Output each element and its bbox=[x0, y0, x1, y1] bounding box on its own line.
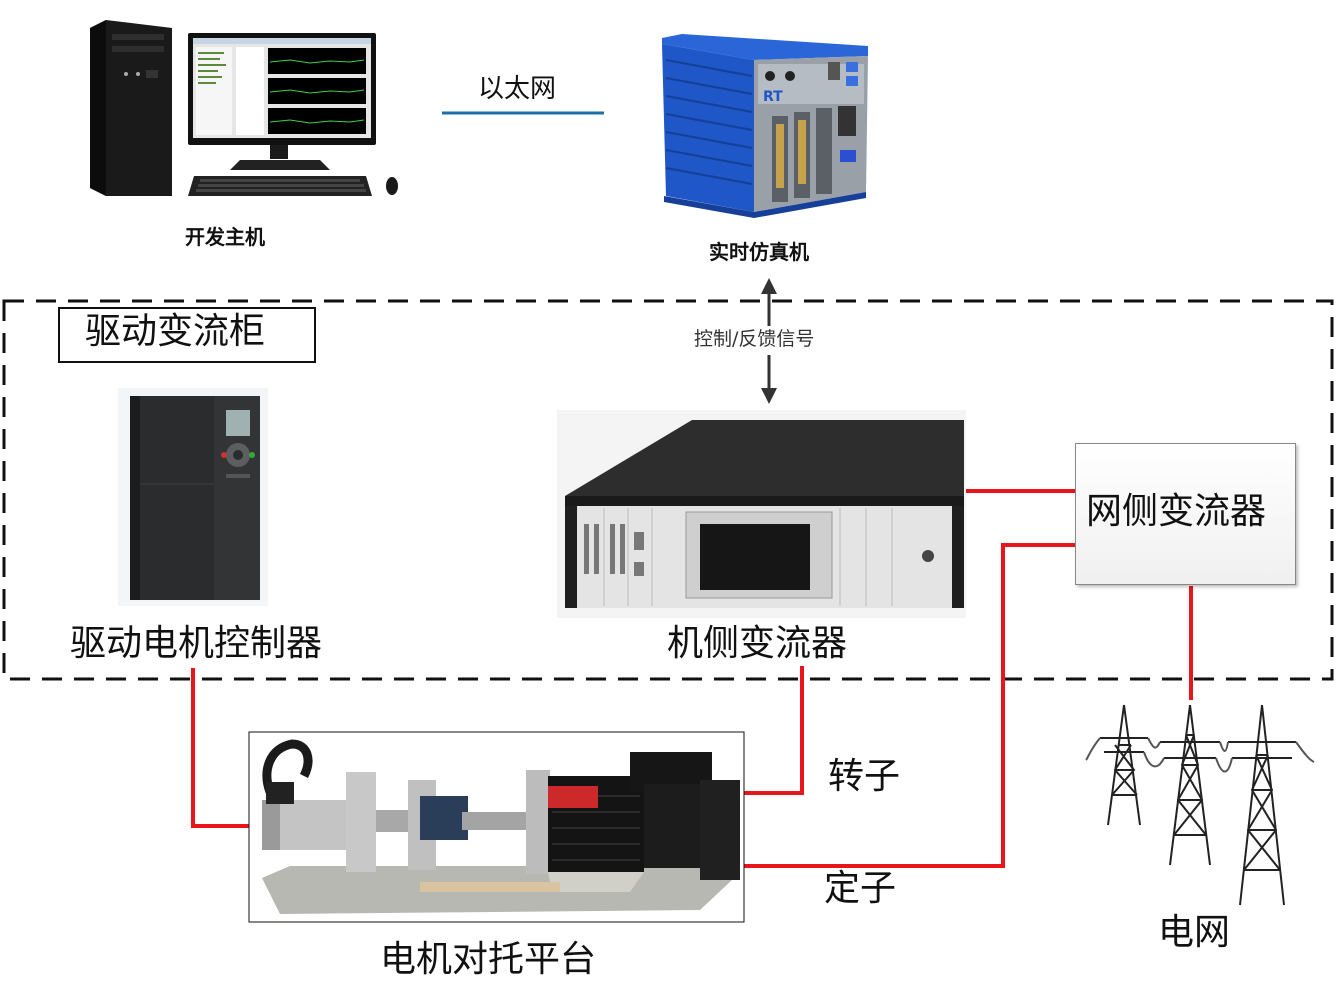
rotor-label: 转子 bbox=[828, 756, 901, 797]
signal-arrow bbox=[761, 278, 777, 404]
drive-controller-label: 驱动电机控制器 bbox=[70, 623, 323, 664]
ethernet-label: 以太网 bbox=[478, 74, 557, 104]
grid-towers-image bbox=[1085, 704, 1315, 906]
cabinet-frame bbox=[2, 299, 1334, 681]
grid-converter-box bbox=[1075, 443, 1296, 585]
rt-simulator-label: 实时仿真机 bbox=[709, 240, 809, 264]
machine-converter-label: 机侧变流器 bbox=[667, 623, 848, 664]
platform-label: 电机对托平台 bbox=[380, 939, 597, 980]
rt-simulator-image: RT bbox=[662, 34, 868, 218]
motor-platform-image bbox=[248, 731, 745, 923]
signal-label: 控制/反馈信号 bbox=[694, 328, 815, 350]
cabinet-title-box bbox=[58, 307, 316, 363]
cabinet-title: 驱动变流柜 bbox=[85, 311, 266, 352]
stator-label: 定子 bbox=[824, 868, 897, 909]
dev-host-label: 开发主机 bbox=[185, 225, 265, 249]
grid-converter-label: 网侧变流器 bbox=[1086, 491, 1267, 532]
machine-converter-image bbox=[557, 410, 966, 618]
drive-controller-image bbox=[118, 388, 268, 606]
svg-text:RT: RT bbox=[763, 89, 783, 105]
dev-host-image bbox=[90, 20, 398, 196]
grid-label: 电网 bbox=[1158, 912, 1231, 953]
power-lines bbox=[191, 489, 1193, 868]
